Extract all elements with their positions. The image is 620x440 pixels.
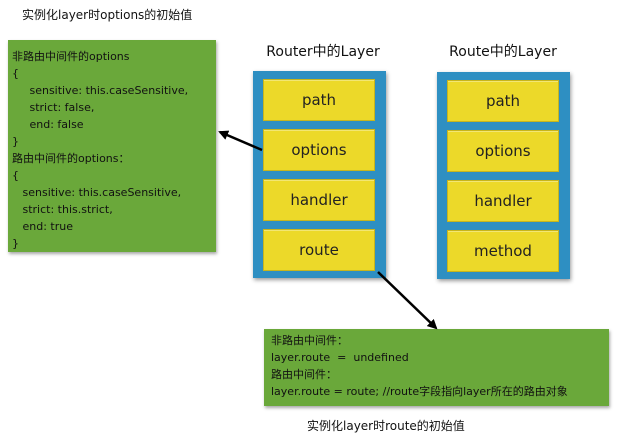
options-arrow [218,130,263,152]
options-note: 非路由中间件的options { sensitive: this.caseSen… [8,40,216,252]
route-note-line: layer.route = undefined [271,351,409,364]
route-arrow [377,271,438,330]
options-note-line: end: true [12,220,73,233]
options-note-line: end: false [12,118,84,131]
route-note-line: 非路由中间件： [271,334,348,347]
route-layer-stack: path options handler method [437,72,570,279]
route-note-line: 路由中间件： [271,368,337,381]
route-cell-path: path [447,80,559,122]
options-note-line: 非路由中间件的options [12,50,130,63]
options-note-line: 路由中间件的options： [12,152,130,165]
options-note-line: } [12,135,19,148]
options-note-line: } [12,237,19,250]
router-layer-stack: path options handler route [253,71,386,278]
route-cell-handler: handler [447,180,559,222]
route-note: 非路由中间件： layer.route = undefined 路由中间件： l… [264,329,609,406]
route-cell-method: method [447,230,559,272]
options-note-line: strict: this.strict, [12,203,113,216]
route-cell-options: options [447,130,559,172]
options-note-line: sensitive: this.caseSensitive, [12,186,182,199]
router-stack-title: Router中的Layer [266,44,380,60]
router-cell-options: options [263,129,375,171]
options-caption: 实例化layer时options的初始值 [22,8,193,22]
options-note-line: { [12,67,19,80]
options-note-line: sensitive: this.caseSensitive, [12,84,189,97]
router-cell-path: path [263,79,375,121]
router-cell-handler: handler [263,179,375,221]
router-cell-route: route [263,229,375,271]
route-caption: 实例化layer时route的初始值 [307,419,465,433]
route-note-line: layer.route = route; //route字段指向layer所在的… [271,385,568,398]
route-stack-title: Route中的Layer [449,44,557,60]
options-note-line: strict: false, [12,101,95,114]
options-note-line: { [12,169,19,182]
